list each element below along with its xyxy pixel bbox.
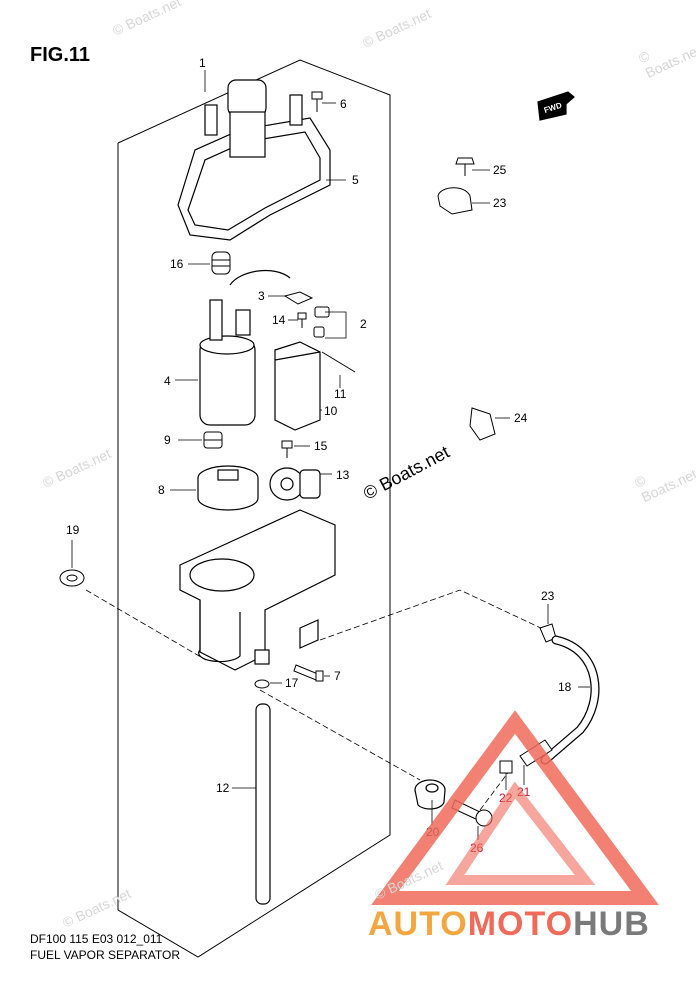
part-label: 15 [314,439,328,453]
brand-wordmark: AUTOMOTOHUB [368,905,650,944]
separator-tank [179,509,336,671]
screw-15 [281,440,293,458]
part-label: 9 [164,433,171,447]
part-label: 13 [336,468,350,482]
part-label: 18 [558,680,572,694]
part-label: 2 [360,317,367,331]
brand-part-3: HUB [573,905,650,943]
clamp-23-top [437,187,473,215]
part-label: 16 [170,257,184,271]
collar-9 [203,431,223,449]
part-label: 1 [199,56,206,70]
screw-6 [311,91,323,112]
part-label: 4 [164,374,171,388]
part-label: 3 [258,289,265,303]
holder-8 [197,465,259,511]
enclosure-frame [117,59,391,958]
bolt-25 [455,157,475,176]
brand-part-2: MOTO [467,905,574,943]
part-label: 8 [158,483,165,497]
part-label: 17 [285,676,299,690]
grommet-19 [59,569,85,587]
cover-10 [274,341,321,431]
grommet-20 [414,779,446,810]
part-labels: 1 2 3 4 5 6 7 8 9 10 11 12 13 14 15 16 1… [66,56,572,855]
drain-screw-7 [293,664,324,682]
part-label: 23 [493,196,507,210]
part-label: 5 [352,173,359,187]
routing-lines [85,589,546,811]
part-label: 25 [493,163,507,177]
wire-11 [321,351,356,373]
brand-triangle-logo [371,710,659,905]
part-label: 6 [340,97,347,111]
part-label: 19 [66,523,80,537]
fuel-pump-4 [199,270,291,426]
part-label: 24 [514,411,528,425]
regulator-13 [269,467,321,501]
part-label: 10 [324,404,338,418]
washer-17 [254,679,270,689]
clamp-22 [499,760,513,774]
brand-part-1: AUTO [368,905,468,943]
grommet-16 [211,251,231,275]
part-label: 7 [334,669,341,683]
screw-14 [297,312,307,328]
part-label: 12 [216,781,230,795]
bracket-3 [283,291,314,305]
fwd-badge [537,91,575,121]
figure-caption: FUEL VAPOR SEPARATOR [30,948,181,962]
part-label: 23 [541,589,555,603]
part-label: 11 [334,387,347,401]
part-label: 14 [272,313,286,327]
clip-24 [469,407,496,441]
model-line: DF100 115 E03 012_011 [30,932,163,946]
leader-lines [71,70,590,840]
clip-2 [313,306,330,338]
hose-12 [255,703,271,905]
cover-gasket [177,79,331,241]
figure-title: FIG.11 [30,44,91,66]
